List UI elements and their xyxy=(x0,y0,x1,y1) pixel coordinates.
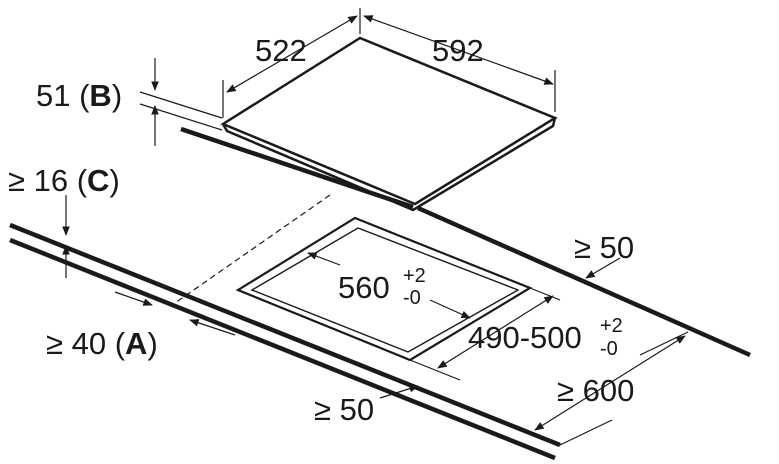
label-front-clearance: ≥ 40 (A) xyxy=(46,326,158,361)
label-hob-height: 51 (B) xyxy=(36,78,122,113)
cutout-inner-outline xyxy=(250,227,520,353)
label-cutout-depth: 490-500 xyxy=(468,320,582,355)
worktop-depth-extension-back xyxy=(639,331,689,356)
cutout-depth-dimension xyxy=(409,287,561,381)
side-clearance-arrow xyxy=(379,384,419,399)
hob-height-dimension xyxy=(139,58,223,146)
label-cutout-depth-tol-minus: -0 xyxy=(600,338,618,360)
worktop-back-edge xyxy=(417,205,751,358)
worktop-rear-line-upper xyxy=(180,126,414,210)
hob-front-edge xyxy=(221,117,557,212)
front-clearance-dimension xyxy=(114,291,236,336)
label-hob-width: 592 xyxy=(432,33,484,68)
worktop-depth-dimension-line xyxy=(534,335,686,431)
label-cutout-width-tol-plus: +2 xyxy=(403,265,426,287)
worktop xyxy=(9,205,751,461)
hob-depth-dimension-line xyxy=(226,15,358,93)
label-cutout-depth-tol-plus: +2 xyxy=(600,315,623,337)
worktop-front-edge-top xyxy=(9,222,561,448)
label-worktop-thickness: ≥ 16 (C) xyxy=(8,163,120,198)
hob-dimensions xyxy=(222,8,556,118)
label-hob-depth: 522 xyxy=(255,33,307,68)
label-side-clearance: ≥ 50 xyxy=(314,392,374,427)
worktop-front-edge-bottom xyxy=(9,237,556,461)
rear-clearance-arrow xyxy=(585,257,621,279)
worktop-depth-extension xyxy=(559,419,613,446)
label-rear-clearance: ≥ 50 xyxy=(574,230,634,265)
label-cutout-width: 560 xyxy=(338,270,390,305)
alignment-dashed-line xyxy=(174,194,331,304)
label-cutout-width-tol-minus: -0 xyxy=(403,287,421,309)
label-worktop-depth: ≥ 600 xyxy=(557,373,634,408)
hob-width-dimension-line xyxy=(363,15,554,85)
